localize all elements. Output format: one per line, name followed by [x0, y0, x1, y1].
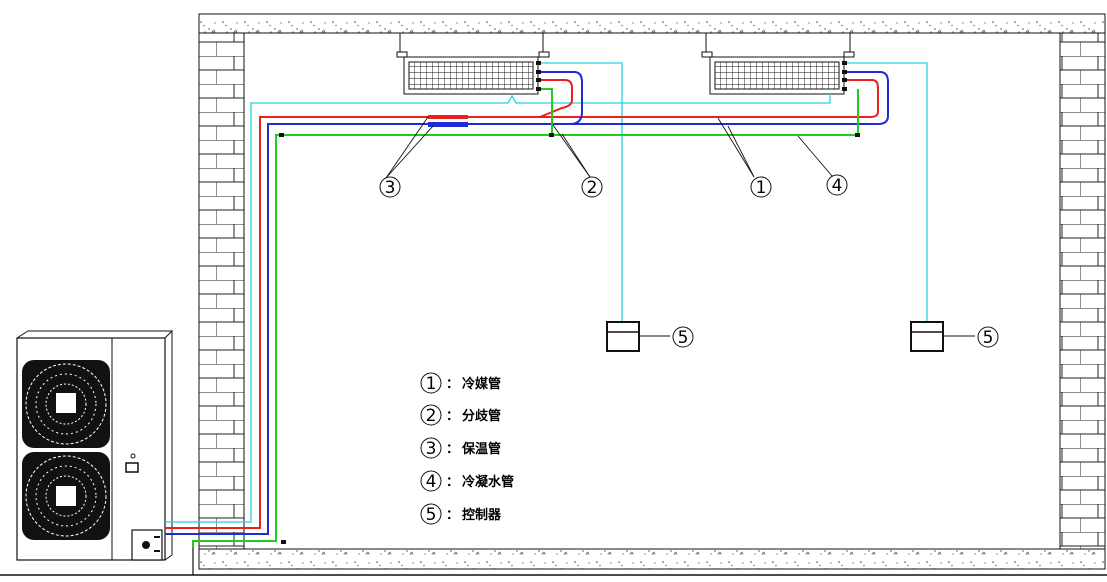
- fan-top: [22, 360, 110, 448]
- svg-text:2: 2: [426, 406, 437, 426]
- callout-refrigerant: 1: [750, 176, 772, 198]
- svg-text:3: 3: [385, 178, 396, 198]
- liquid-pipe-right-loop: [844, 79, 879, 118]
- svg-text:5: 5: [678, 328, 689, 348]
- liquid-pipe-left-loop: [538, 79, 573, 118]
- controller-left: [606, 321, 670, 352]
- svg-text:2: 2: [587, 178, 598, 198]
- piping-network: [165, 61, 928, 575]
- callout-leaders: [385, 116, 833, 179]
- legend: 1 ： 冷媒管 2 ： 分歧管 3 ： 保温管 4 ： 冷凝水管 5 ： 控制器: [420, 372, 514, 525]
- gas-pipe-left-loop: [538, 71, 583, 125]
- control-wire-trunk: [165, 94, 831, 523]
- gas-pipe-trunk: [165, 123, 555, 535]
- callout-controller-right: 5: [977, 326, 999, 348]
- callout-branch: 2: [581, 176, 603, 198]
- insulation-sleeve-red: [428, 115, 468, 119]
- svg-text:5: 5: [426, 505, 437, 525]
- liquid-pipe-trunk: [165, 116, 550, 529]
- svg-text:分歧管: 分歧管: [462, 408, 501, 424]
- outdoor-unit: [16, 330, 174, 561]
- svg-text:：: ：: [446, 508, 459, 523]
- svg-text:保温管: 保温管: [461, 441, 501, 457]
- control-wire-right-controller: [844, 62, 928, 322]
- svg-text:控制器: 控制器: [462, 507, 502, 523]
- legend-item: 4 ： 冷凝水管: [420, 470, 514, 492]
- legend-item: 2 ： 分歧管: [420, 404, 501, 426]
- gas-pipe-right-loop: [844, 71, 889, 125]
- svg-text:：: ：: [446, 409, 459, 424]
- callout-insulation: 3: [379, 176, 401, 198]
- legend-item: 5 ： 控制器: [420, 503, 502, 525]
- condensate-pipe-left-drop: [538, 88, 553, 135]
- fan-bottom: [22, 452, 110, 540]
- building-structure: [0, 13, 1107, 576]
- floor-slab: [198, 548, 1106, 570]
- svg-text:4: 4: [832, 176, 843, 196]
- svg-text:冷媒管: 冷媒管: [462, 376, 501, 392]
- legend-item: 1 ： 冷媒管: [420, 372, 501, 394]
- svg-text:：: ：: [446, 377, 459, 392]
- controller-right: [910, 321, 975, 352]
- svg-text:1: 1: [756, 178, 767, 198]
- callout-controller-left: 5: [672, 326, 694, 348]
- condensate-pipe-trunk: [192, 89, 859, 548]
- left-brick-wall: [198, 32, 245, 550]
- svg-text:3: 3: [426, 439, 437, 459]
- svg-text:冷凝水管: 冷凝水管: [462, 474, 514, 490]
- control-wire-left-controller: [538, 62, 623, 322]
- indoor-unit-left: [396, 33, 550, 95]
- svg-text:：: ：: [446, 475, 459, 490]
- svg-text:1: 1: [426, 374, 437, 394]
- callout-condensate: 4: [826, 174, 848, 196]
- indoor-unit-right: [701, 33, 855, 95]
- ceiling-slab: [198, 13, 1106, 34]
- legend-item: 3 ： 保温管: [420, 437, 501, 459]
- svg-text:：: ：: [446, 442, 459, 457]
- svg-text:5: 5: [983, 328, 994, 348]
- svg-text:4: 4: [426, 472, 437, 492]
- outdoor-handle: [125, 462, 139, 473]
- insulation-sleeve-blue: [428, 122, 468, 127]
- right-brick-wall: [1059, 32, 1106, 550]
